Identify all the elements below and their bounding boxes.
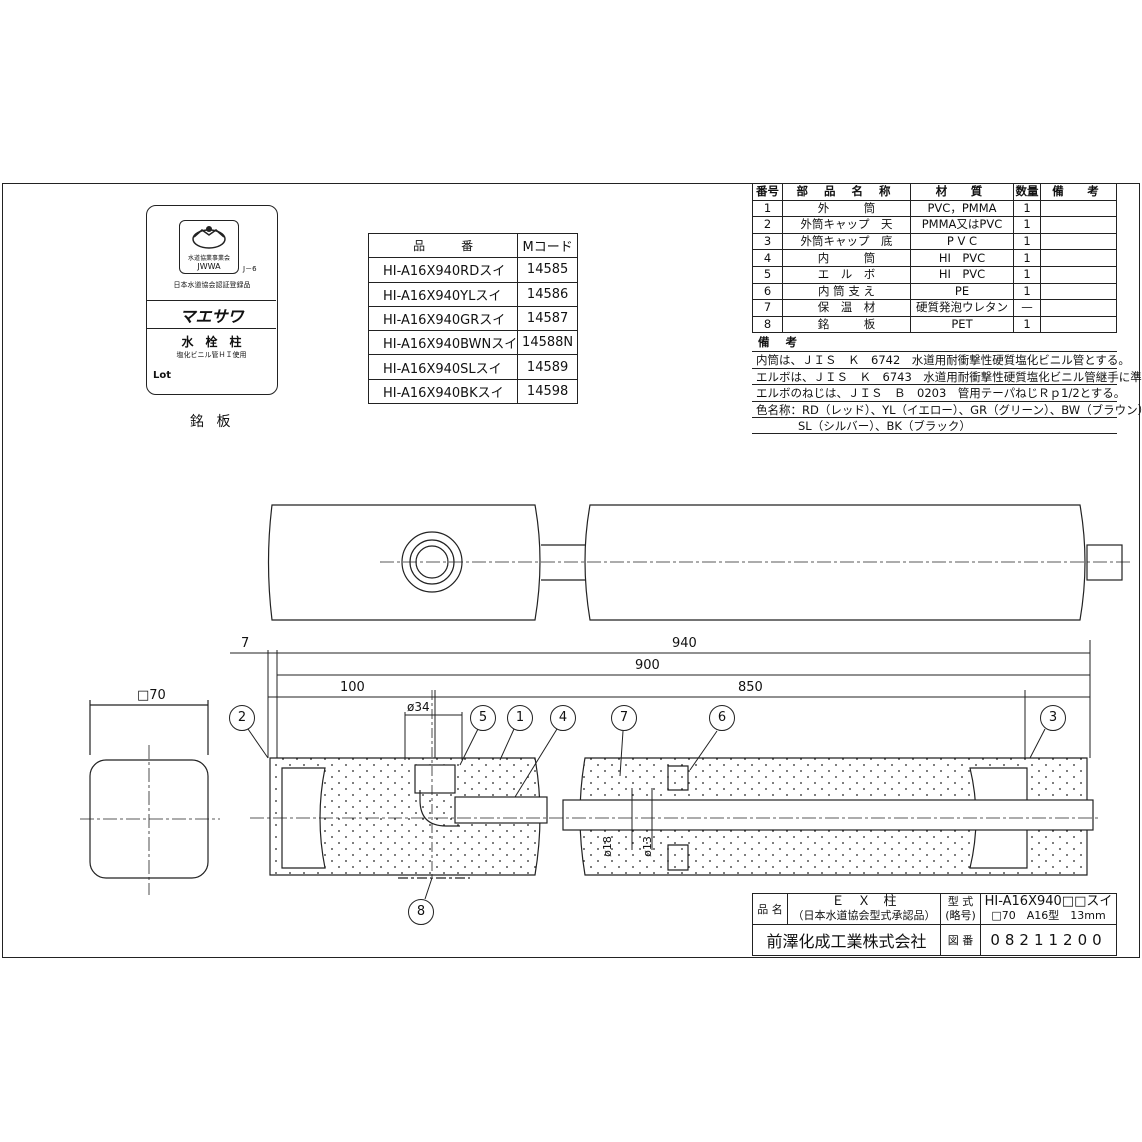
parts-cell-material: PMMA又はPVC <box>910 216 1014 234</box>
parts-cell-name: エ ル ボ <box>782 265 911 284</box>
dim-18: ø18 <box>600 836 614 857</box>
product-name-sub: （日本水道協会型式承認品） <box>792 909 936 922</box>
leader-lines <box>247 728 1046 900</box>
part-number: HI-A16X940GRスイ <box>367 305 519 332</box>
remark-line: エルボは、ＪＩＳ Ｋ 6743 水道用耐衝撃性硬質塩化ビニル管継手に準ずる。 <box>752 367 1142 385</box>
dim-7: 7 <box>241 636 250 651</box>
product-text: 水 栓 柱 <box>181 335 242 349</box>
remarks: 備 考 内筒は、ＪＩＳ Ｋ 6742 水道用耐衝撃性硬質塩化ビニル管とする。 エ… <box>752 333 1142 434</box>
balloon-2: 2 <box>229 705 255 731</box>
dim-940: 940 <box>672 636 697 651</box>
balloon-3: 3 <box>1040 705 1066 731</box>
drawing-number: 08211200 <box>980 924 1117 956</box>
remark-line: 内筒は、ＪＩＳ Ｋ 6742 水道用耐衝撃性硬質塩化ビニル管とする。 <box>752 351 1130 368</box>
jwwa-text: JWWA <box>197 262 221 271</box>
parts-cell-name: 外筒キャップ 底 <box>782 232 911 251</box>
lot-text: Lot <box>153 370 172 381</box>
m-code: 14586 <box>517 281 578 307</box>
exterior-view <box>267 504 1130 621</box>
model-label-sub: (略号) <box>945 909 976 922</box>
m-code: 14589 <box>517 354 578 380</box>
m-code: 14598 <box>517 378 578 405</box>
model-label: 型 式(略号) <box>940 893 981 925</box>
crown-icon <box>192 226 226 249</box>
m-code: 14585 <box>517 257 578 283</box>
nameplate-caption: 銘 板 <box>190 414 235 430</box>
remarks-heading: 備 考 <box>758 335 804 349</box>
dim-34: ø34 <box>407 700 430 714</box>
end-view <box>80 700 220 895</box>
dim-100: 100 <box>340 680 365 695</box>
part-number: HI-A16X940SLスイ <box>367 354 519 380</box>
parts-cell-material: 硬質発泡ウレタン <box>910 299 1014 317</box>
part-number: HI-A16X940RDスイ <box>367 257 519 283</box>
brand-text: マエサワ <box>179 307 244 326</box>
remark-line: エルボのねじは、ＪＩＳ Ｂ 0203 管用テーパねじＲｐ1/2とする。 <box>752 384 1125 401</box>
remark-line: SL（シルバー）、BK（ブラック） <box>752 417 1117 434</box>
balloon-6: 6 <box>709 705 735 731</box>
part-number: HI-A16X940YLスイ <box>367 281 519 307</box>
nameplate: 水道協業事業会 JWWA J－6 日本水道協会認証登録品 マエサワ 水 栓 柱 … <box>146 205 278 395</box>
dim-square-70: □70 <box>137 688 166 703</box>
title-block: 品 名 Ｅ Ｘ 柱（日本水道協会型式承認品） 型 式(略号) HI-A16X94… <box>752 893 1117 956</box>
m-code: 14588N <box>517 330 578 356</box>
model-spec: □70 A16型 13mm <box>991 909 1106 922</box>
dimension-lines <box>230 640 1091 850</box>
header-m-code: Mコード <box>517 232 578 259</box>
balloon-5: 5 <box>470 705 496 731</box>
dim-850: 850 <box>738 680 763 695</box>
jwwa-logo: 水道協業事業会 JWWA <box>179 220 239 274</box>
part-number: HI-A16X940BWNスイ <box>367 330 519 356</box>
remark-line: 色名称：RD（レッド）、YL（イエロー）、GR（グリーン）、BW（ブラウン） <box>752 400 1142 418</box>
balloon-1: 1 <box>507 705 533 731</box>
section-view <box>250 690 1100 880</box>
model-text: HI-A16X940□□スイ <box>984 894 1113 909</box>
part-number: HI-A16X940BKスイ <box>367 378 519 405</box>
parts-cell-name: 保 温 材 <box>782 299 911 317</box>
drawing-label: 図 番 <box>940 924 981 956</box>
sub-text: 塩化ビニル管ＨＩ使用 <box>176 351 247 359</box>
assoc-text: 水道協業事業会 <box>187 255 230 262</box>
parts-cell-note <box>1040 315 1117 334</box>
product-name-text: Ｅ Ｘ 柱 <box>831 894 897 909</box>
dim-900: 900 <box>635 658 660 673</box>
cert-text: 日本水道協会認証登録品 <box>173 281 251 289</box>
header-part-number: 品 番 <box>367 232 519 259</box>
header-note: 備 考 <box>1040 183 1117 201</box>
parts-header: 番号 部 品 名 称 材 質 数量 備 考 <box>752 183 1117 201</box>
code-text: J－6 <box>243 265 257 273</box>
m-code: 14587 <box>517 305 578 332</box>
model-label-text: 型 式 <box>947 895 974 908</box>
company-name: 前澤化成工業株式会社 <box>752 924 941 956</box>
name-label: 品 名 <box>752 893 788 925</box>
drawing-frame <box>2 183 1140 958</box>
parts-cell-material: PET <box>910 315 1014 334</box>
model: HI-A16X940□□スイ□70 A16型 13mm <box>980 893 1117 925</box>
balloon-8: 8 <box>408 899 434 925</box>
product-name: Ｅ Ｘ 柱（日本水道協会型式承認品） <box>787 893 941 925</box>
balloon-4: 4 <box>550 705 576 731</box>
balloon-7: 7 <box>611 705 637 731</box>
dim-13: ø13 <box>640 836 654 857</box>
header-name: 部 品 名 称 <box>782 183 911 201</box>
